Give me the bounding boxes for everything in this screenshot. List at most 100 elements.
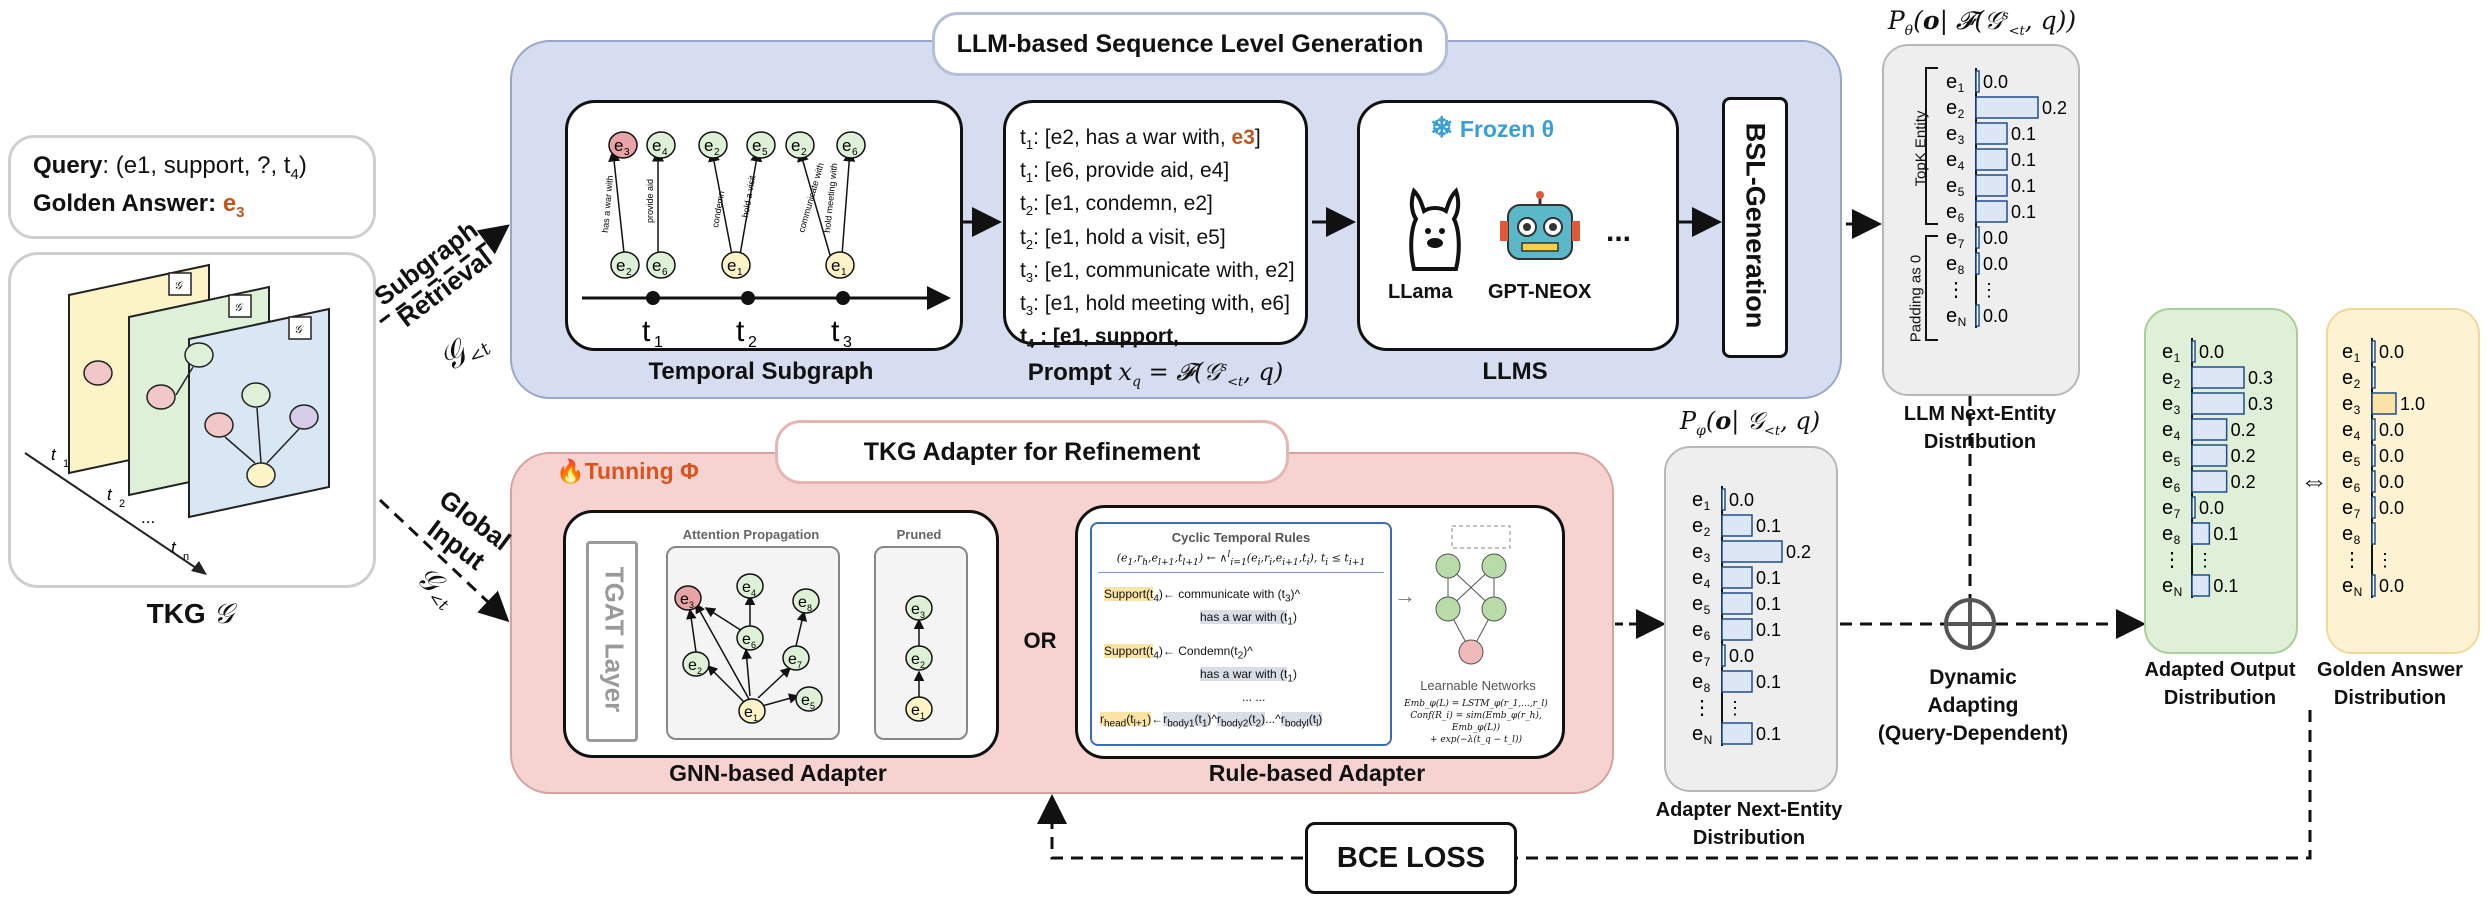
svg-text:2: 2 — [119, 498, 125, 510]
llm_dist-entity-sub: 4 — [1958, 159, 1965, 173]
svg-text:e: e — [801, 692, 810, 709]
svg-text:t: t — [171, 538, 177, 557]
svg-text:t: t — [831, 315, 840, 348]
adapter_dist-entity-label: ⋮ — [1692, 697, 1712, 719]
golden_dist-entity-sub: 7 — [2354, 507, 2361, 521]
global-input-arrow — [378, 498, 510, 623]
golden_dist-bar — [2371, 444, 2376, 467]
adapted_dist-entity-label: e — [2162, 497, 2173, 519]
llm_dist-entity-label: e — [1946, 123, 1957, 145]
llm_dist-value-label: 0.0 — [1983, 254, 2008, 274]
gnn-adapter-box: TGAT Layer Attention Propagation Pruned … — [563, 510, 999, 758]
svg-text:e: e — [680, 591, 689, 608]
adapted_dist-entity-sub: 3 — [2174, 403, 2181, 417]
golden_dist-value-label: 0.0 — [2379, 576, 2404, 596]
or-label: OR — [1023, 628, 1057, 653]
adapter_dist-value-label: 0.1 — [1756, 568, 1781, 588]
svg-text:3: 3 — [689, 600, 694, 610]
adapted_dist-value-label: ⋮ — [2196, 550, 2214, 570]
adapter_dist-entity-sub: 4 — [1704, 577, 1711, 591]
prompt-line: t4 : [e1, support, — [1020, 325, 1179, 352]
svg-text:5: 5 — [810, 701, 815, 711]
svg-text:6: 6 — [751, 640, 756, 650]
llm_dist-bar — [1975, 252, 1980, 275]
adapter_dist-entity-label: e — [1692, 541, 1703, 563]
svg-text:𝒢: 𝒢 — [234, 302, 244, 314]
golden-dist-box — [2326, 308, 2480, 654]
adapter_dist-entity-label: e — [1692, 645, 1703, 667]
svg-text:1: 1 — [63, 458, 69, 470]
adapter_dist-entity-sub: 7 — [1704, 655, 1711, 669]
svg-text:provide aid: provide aid — [645, 179, 655, 223]
adapter_dist-bar — [1721, 670, 1753, 693]
adapter_dist-value-label: 0.0 — [1729, 646, 1754, 666]
adapter_dist-entity-sub: 2 — [1704, 525, 1711, 539]
adapter_dist-value-label: 0.2 — [1786, 542, 1811, 562]
learnable-formulas: Emb_φ(L) = LSTM_φ(r_1,...,r_l) Conf(R_i)… — [1404, 699, 1548, 745]
golden_dist-entity-sub: 5 — [2354, 455, 2361, 469]
svg-text:e: e — [788, 651, 797, 668]
golden_dist-bar — [2371, 574, 2376, 597]
adapted_dist-value-label: 0.2 — [2231, 472, 2256, 492]
llama-icon — [1409, 187, 1461, 271]
svg-text:e: e — [842, 136, 851, 155]
adapter-panel-title: TKG Adapter for Refinement — [775, 420, 1289, 484]
svg-text:2: 2 — [697, 666, 702, 676]
llm_dist-entity-sub: 1 — [1958, 81, 1965, 95]
llm_dist-entity-label: e — [1946, 71, 1957, 93]
svg-text:1: 1 — [654, 334, 663, 348]
learnable-network-graphic — [1435, 525, 1511, 665]
llm_dist-entity-sub: 2 — [1958, 107, 1965, 121]
llm_dist-bar — [1975, 122, 2008, 145]
svg-text:5: 5 — [762, 147, 768, 158]
golden_dist-entity-label: e — [2342, 523, 2353, 545]
golden_dist-value-label: 0.0 — [2379, 472, 2404, 492]
adapted_dist-value-label: 0.1 — [2213, 576, 2238, 596]
svg-text:2: 2 — [801, 147, 807, 158]
svg-text:t: t — [51, 445, 57, 464]
adapted_dist-entity-label: e — [2162, 471, 2173, 493]
svg-text:𝒢: 𝒢 — [294, 324, 304, 336]
golden_dist-entity-label: e — [2342, 367, 2353, 389]
svg-text:e: e — [791, 136, 800, 155]
golden_dist-entity-sub: 1 — [2354, 351, 2361, 365]
adapter_dist-entity-label: e — [1692, 723, 1703, 745]
adapter_dist-value-label: ⋮ — [1726, 698, 1744, 718]
adapted_dist-entity-label: e — [2162, 575, 2173, 597]
golden_dist-value-label: 0.0 — [2379, 446, 2404, 466]
adapted_dist-entity-sub: 8 — [2174, 533, 2181, 547]
frozen-label: ❄ Frozen θ — [1430, 112, 1555, 143]
svg-text:1: 1 — [737, 267, 743, 278]
svg-text:2: 2 — [714, 147, 720, 158]
llm_dist-entity-sub: 6 — [1958, 211, 1965, 225]
rule-to-network-arrow: → — [1394, 583, 1416, 608]
fire-icon: 🔥 — [556, 458, 585, 484]
adapter_dist-value-label: 0.1 — [1756, 594, 1781, 614]
adapter_dist-entity-sub: 8 — [1704, 681, 1711, 695]
golden_dist-bar — [2371, 470, 2376, 493]
adapted_dist-entity-sub: 4 — [2174, 429, 2181, 443]
adapted_dist-bar — [2191, 340, 2196, 363]
svg-text:e: e — [688, 657, 697, 674]
llm_dist-entity-label: e — [1946, 227, 1957, 249]
bsl-generation-box: BSL-Generation — [1722, 97, 1788, 358]
svg-text:e: e — [742, 579, 751, 596]
adapter_dist-value-label: 0.1 — [1756, 724, 1781, 744]
rule-general: rhead(tl+1)←rbody1(t1)^rbody2(t2)...^rbo… — [1100, 712, 1323, 730]
adapted_dist-entity-sub: 2 — [2174, 377, 2181, 391]
llm_dist-entity-sub: N — [1958, 315, 1967, 329]
adapted_dist-entity-sub: 6 — [2174, 481, 2181, 495]
llm-dist-brackets — [1925, 67, 1938, 341]
svg-text:2: 2 — [626, 267, 632, 278]
prompt-box: t1: [e2, has a war with, e3]t1: [e6, pro… — [1003, 100, 1308, 351]
svg-text:8: 8 — [807, 603, 812, 613]
llm_dist-value-label: 0.1 — [2011, 176, 2036, 196]
golden_dist-entity-sub: 3 — [2354, 403, 2361, 417]
svg-text:𝒢: 𝒢 — [174, 280, 184, 292]
golden_dist-entity-sub: N — [2354, 585, 2363, 599]
prompt-caption: Prompt xq = 𝓕(𝒢s<t, q) — [1027, 358, 1284, 390]
llm_dist-bar — [1975, 304, 1980, 327]
